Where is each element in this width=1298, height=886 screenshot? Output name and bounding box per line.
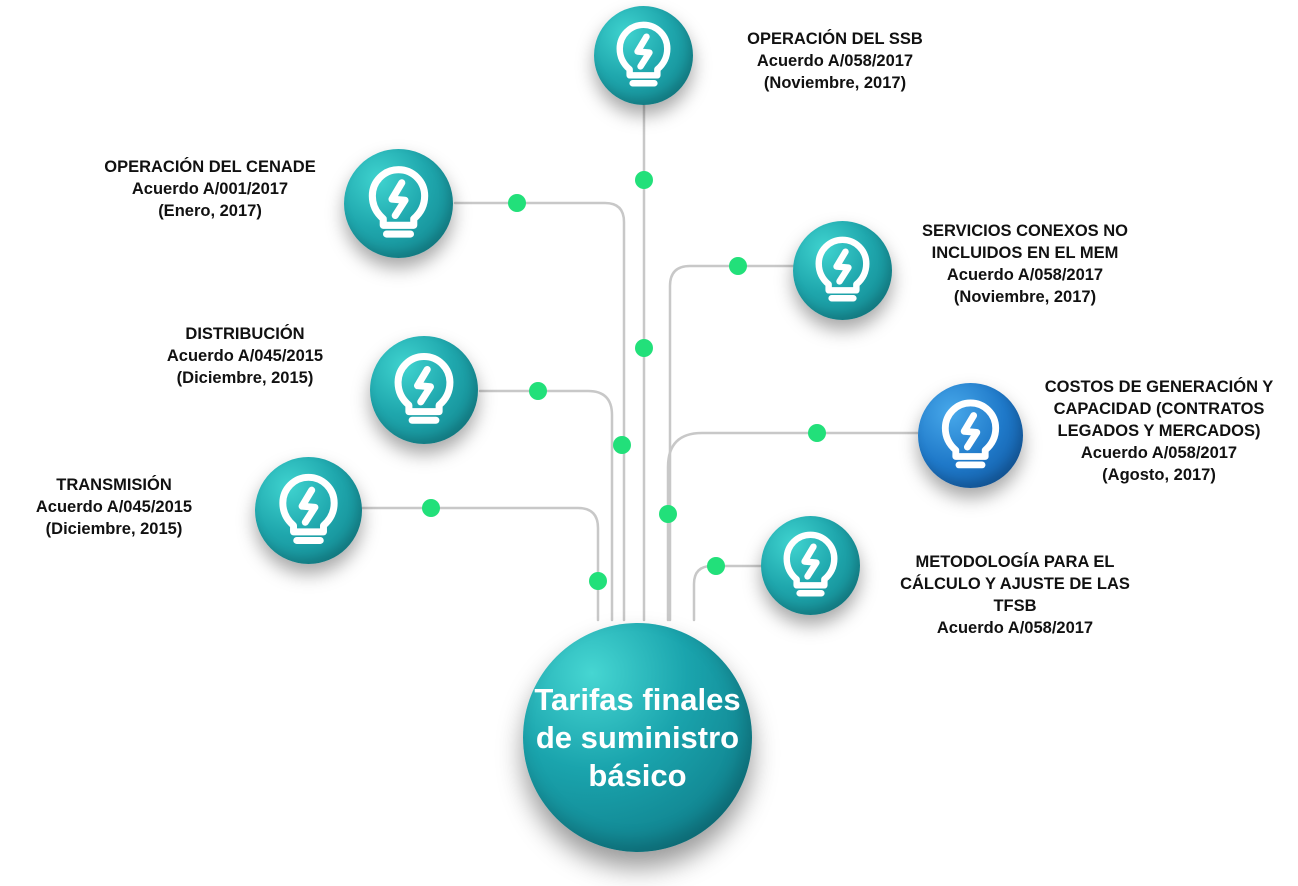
node-metodologia — [761, 516, 860, 615]
node-transmision — [255, 457, 362, 564]
label-distribucion: DISTRIBUCIÓN Acuerdo A/045/2015 (Diciemb… — [120, 323, 370, 389]
lightbulb-icon — [783, 531, 838, 597]
label-transmision: TRANSMISIÓN Acuerdo A/045/2015 (Diciembr… — [0, 474, 228, 540]
label-servicios: SERVICIOS CONEXOS NO INCLUIDOS EN EL MEM… — [890, 220, 1160, 308]
wire-distribucion — [478, 389, 614, 622]
label-metodologia: METODOLOGÍA PARA EL CÁLCULO Y AJUSTE DE … — [870, 551, 1160, 639]
label-line: TFSB — [993, 597, 1037, 615]
label-line: CÁLCULO Y AJUSTE DE LAS — [900, 575, 1130, 593]
label-line: COSTOS DE GENERACIÓN Y — [1044, 378, 1274, 396]
wire-metodologia — [692, 564, 764, 622]
wire-transmision — [360, 506, 600, 622]
label-line: DISTRIBUCIÓN — [185, 325, 305, 343]
center-title: Tarifas finales de suministro básico — [534, 681, 741, 793]
dot-distribucion — [529, 382, 547, 400]
label-line: CAPACIDAD (CONTRATOS — [1053, 400, 1265, 418]
wire-servicios — [668, 264, 797, 622]
wire-cenade — [453, 201, 626, 622]
node-costos — [918, 383, 1023, 488]
label-line: OPERACIÓN DEL SSB — [747, 30, 923, 48]
label-line: (Noviembre, 2017) — [763, 74, 907, 92]
dot-ssb-lower — [635, 339, 653, 357]
label-line: OPERACIÓN DEL CENADE — [104, 158, 316, 176]
label-line: METODOLOGÍA PARA EL — [915, 553, 1115, 571]
label-line: Acuerdo A/045/2015 — [35, 498, 193, 516]
dot-ssb — [635, 171, 653, 189]
label-line: LEGADOS Y MERCADOS) — [1057, 422, 1261, 440]
label-cenade: OPERACIÓN DEL CENADE Acuerdo A/001/2017 … — [70, 156, 350, 222]
lightbulb-icon — [279, 473, 338, 544]
label-line: Acuerdo A/001/2017 — [131, 180, 289, 198]
label-line: (Agosto, 2017) — [1102, 466, 1216, 484]
lightbulb-icon — [616, 21, 671, 87]
lightbulb-icon — [368, 166, 429, 238]
node-cenade — [344, 149, 453, 258]
node-distribucion — [370, 336, 478, 444]
dot-cenade — [508, 194, 526, 212]
label-line: (Diciembre, 2015) — [45, 520, 183, 538]
lightbulb-icon — [941, 399, 1000, 469]
dot-metodologia — [707, 557, 725, 575]
label-ssb: OPERACIÓN DEL SSB Acuerdo A/058/2017 (No… — [700, 28, 970, 94]
label-line: TRANSMISIÓN — [56, 476, 172, 494]
wire-costos — [666, 431, 920, 622]
dot-transmision-trunk — [589, 572, 607, 590]
node-ssb — [594, 6, 693, 105]
label-line: INCLUIDOS EN EL MEM — [931, 244, 1119, 262]
label-costos: COSTOS DE GENERACIÓN Y CAPACIDAD (CONTRA… — [1020, 376, 1298, 486]
label-line: (Diciembre, 2015) — [176, 369, 314, 387]
lightbulb-icon — [815, 236, 870, 302]
dot-distribucion-trunk — [613, 436, 631, 454]
label-line: SERVICIOS CONEXOS NO — [922, 222, 1128, 240]
lightbulb-icon — [394, 353, 454, 424]
label-line: Acuerdo A/058/2017 — [1080, 444, 1238, 462]
label-line: (Noviembre, 2017) — [953, 288, 1097, 306]
label-line: Acuerdo A/058/2017 — [756, 52, 914, 70]
label-line: Acuerdo A/045/2015 — [166, 347, 324, 365]
center-hub: Tarifas finales de suministro básico — [523, 623, 752, 852]
dot-transmision — [422, 499, 440, 517]
node-servicios — [793, 221, 892, 320]
label-line: Acuerdo A/058/2017 — [936, 619, 1094, 637]
dot-servicios — [729, 257, 747, 275]
label-line: (Enero, 2017) — [158, 202, 262, 220]
dot-costos-trunk — [659, 505, 677, 523]
dot-costos — [808, 424, 826, 442]
label-line: Acuerdo A/058/2017 — [946, 266, 1104, 284]
